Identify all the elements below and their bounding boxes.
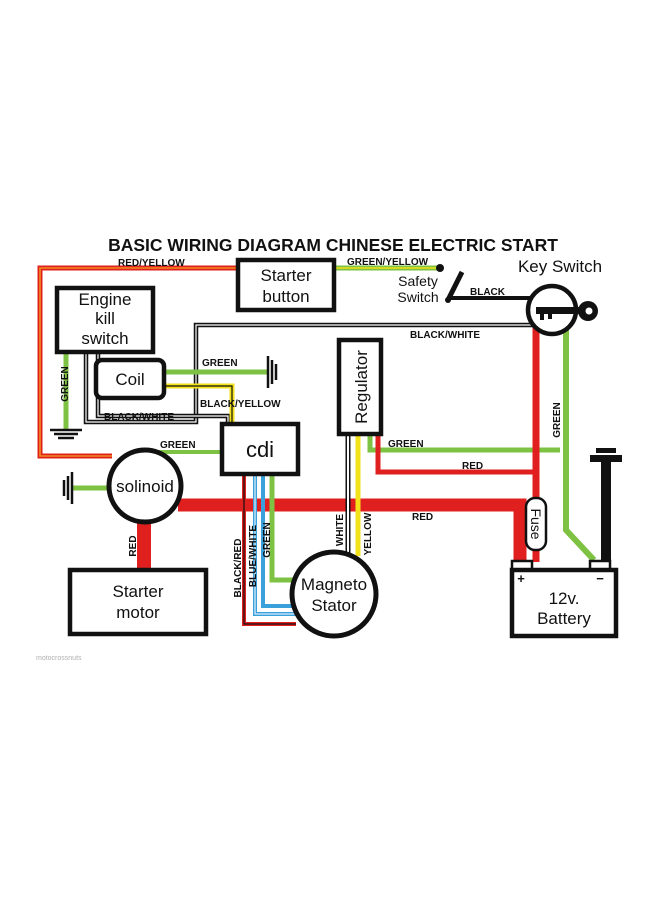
wire-blue-white-2 <box>261 474 302 608</box>
wire-black-yellow <box>166 383 235 434</box>
safety-switch-label-2: Switch <box>397 289 438 305</box>
safety-switch: Safety Switch <box>397 264 465 305</box>
label-black-white-top: BLACK/WHITE <box>410 330 480 341</box>
wire-green-stator <box>269 474 302 583</box>
battery-label-2: Battery <box>537 609 591 628</box>
label-yellow: YELLOW <box>363 512 374 555</box>
diagram-title: BASIC WIRING DIAGRAM CHINESE ELECTRIC ST… <box>108 235 558 255</box>
battery-label-1: 12v. <box>549 589 580 608</box>
starter-button: Starter button <box>235 257 337 313</box>
starter-button-label-1: Starter <box>260 266 311 285</box>
label-green-regulator: GREEN <box>388 439 424 450</box>
starter-motor: Starter motor <box>67 567 209 637</box>
wire-green-key <box>563 320 597 563</box>
solinoid-label: solinoid <box>116 477 174 496</box>
label-green-cdi: GREEN <box>160 440 196 451</box>
safety-switch-label-1: Safety <box>398 273 438 289</box>
label-red-main: RED <box>412 512 433 523</box>
magneto-stator: Magneto Stator <box>289 549 379 639</box>
starter-motor-label-1: Starter <box>112 582 163 601</box>
coil: Coil <box>93 357 167 401</box>
cdi-label: cdi <box>246 437 274 462</box>
safety-switch-lever-icon <box>445 270 465 302</box>
label-black-yellow: BLACK/YELLOW <box>200 399 281 410</box>
wire-red-main <box>178 498 527 560</box>
label-white: WHITE <box>335 514 346 547</box>
safety-switch-contact-icon <box>436 264 444 272</box>
solinoid: solinoid <box>106 447 184 525</box>
label-black-white-kill: BLACK/WHITE <box>104 412 174 423</box>
wire-blue-white <box>253 474 300 616</box>
ground-coil-icon <box>266 356 278 388</box>
ground-solinoid-icon <box>62 472 74 504</box>
label-black-red: BLACK/RED <box>233 539 244 598</box>
engine-kill-switch: Engine kill switch <box>54 285 156 355</box>
kill-switch-label-1: Engine <box>79 290 132 309</box>
regulator: Regulator <box>336 337 384 437</box>
ground-battery-icon <box>590 448 622 562</box>
label-red-yellow: RED/YELLOW <box>118 258 185 269</box>
starter-motor-label-2: motor <box>116 603 160 622</box>
battery: + − 12v. Battery <box>509 559 619 639</box>
label-green-yellow: GREEN/YELLOW <box>347 257 429 268</box>
label-green-coil: GREEN <box>202 358 238 369</box>
stator-label-1: Magneto <box>301 575 367 594</box>
wire-red-yellow <box>37 265 238 459</box>
key-icon <box>536 301 598 321</box>
ground-kill-icon <box>50 428 82 440</box>
kill-switch-label-3: switch <box>81 329 128 348</box>
label-black-key: BLACK <box>470 287 506 298</box>
fuse-label: Fuse <box>528 508 544 539</box>
watermark: motocrossnuts <box>36 655 82 662</box>
cdi: cdi <box>219 421 301 477</box>
coil-label: Coil <box>115 370 144 389</box>
fuse: Fuse <box>524 496 548 552</box>
label-green-stator: GREEN <box>262 522 273 558</box>
starter-button-label-2: button <box>262 287 309 306</box>
wire-red-regulator <box>375 436 536 475</box>
label-blue-white: BLUE/WHITE <box>248 525 259 588</box>
wire-black-white-top <box>83 322 545 425</box>
wire-black-red <box>242 474 296 626</box>
label-green-kill: GREEN <box>60 366 71 402</box>
key-switch: Key Switch <box>518 257 602 337</box>
battery-minus-label: − <box>596 571 604 586</box>
key-switch-label: Key Switch <box>518 257 602 276</box>
regulator-label: Regulator <box>352 350 371 424</box>
label-red-solinoid: RED <box>128 535 139 556</box>
battery-plus-label: + <box>517 571 525 586</box>
label-red-regulator: RED <box>462 461 483 472</box>
wire-green-regulator <box>367 436 560 453</box>
kill-switch-label-2: kill <box>95 309 115 328</box>
label-green-key: GREEN <box>552 402 563 438</box>
stator-label-2: Stator <box>311 596 357 615</box>
